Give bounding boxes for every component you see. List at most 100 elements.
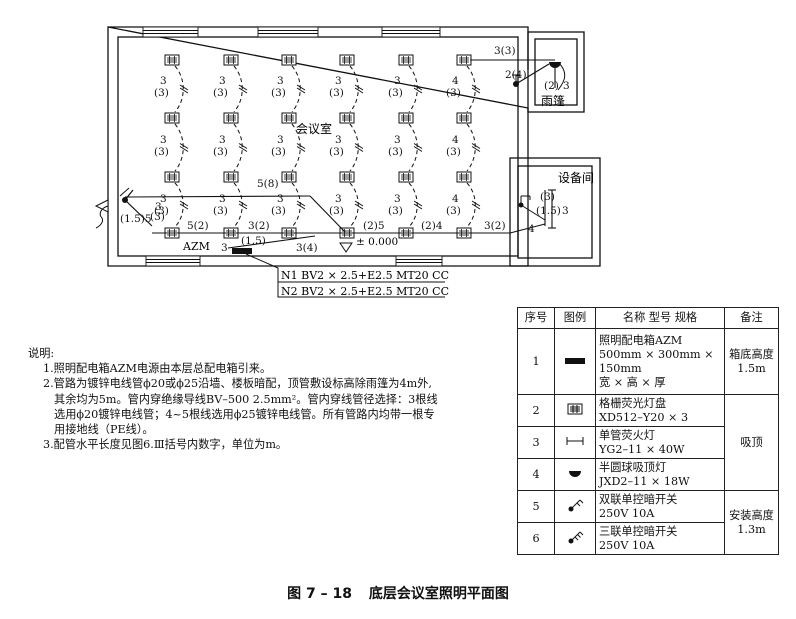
switch-wire-label: (3) bbox=[150, 211, 165, 223]
canopy-wire-label: 3(3) bbox=[494, 45, 516, 57]
switch-wire-label: (1.5)5 bbox=[120, 213, 152, 225]
bottom-run-label: 3(2) bbox=[248, 220, 270, 232]
hemisphere-lamp-icon bbox=[549, 62, 561, 68]
wire-tick bbox=[238, 87, 248, 94]
single-tube-lamp-icon bbox=[548, 189, 556, 229]
grille-lamp bbox=[339, 112, 355, 124]
walls bbox=[107, 26, 601, 267]
legend-row-no: 1 bbox=[517, 328, 555, 395]
bottom-run-label: (2)4 bbox=[421, 220, 443, 232]
wire-length-label: (3) bbox=[446, 205, 461, 217]
wire-tick bbox=[238, 143, 248, 149]
legend-row-no: 2 bbox=[517, 394, 555, 427]
wire-tick bbox=[413, 84, 423, 91]
grille-lamp bbox=[398, 54, 414, 66]
legend-row: 5 双联单控暗开关 250V 10A 安装高度 1.3m bbox=[517, 490, 779, 555]
wire-arc bbox=[466, 65, 476, 113]
wire-tick bbox=[354, 203, 364, 210]
grille-lamp bbox=[281, 112, 297, 124]
wire-arc bbox=[174, 65, 184, 113]
legend-header-no: 序号 bbox=[517, 307, 555, 329]
wire-length-label: (3) bbox=[154, 146, 169, 158]
wire-tick bbox=[471, 143, 481, 149]
legend-row-note: 吸顶 bbox=[724, 394, 779, 491]
wire-length-label: (3) bbox=[213, 146, 228, 158]
wire-run bbox=[124, 199, 153, 227]
wire-tick bbox=[471, 146, 481, 152]
wire-arc bbox=[233, 65, 243, 113]
panel-wire-label: 3 bbox=[221, 242, 228, 254]
grille-lamp bbox=[223, 54, 239, 66]
wire-tick bbox=[471, 87, 481, 94]
grille-lamp bbox=[281, 54, 297, 66]
elevation-marker bbox=[339, 242, 353, 253]
wire-arc bbox=[349, 182, 359, 228]
wire-length-label: (3) bbox=[271, 205, 286, 217]
wire-tick bbox=[296, 200, 306, 207]
canopy-wire-label: 2(4) bbox=[505, 69, 527, 81]
window bbox=[142, 26, 199, 38]
wire-count-label: 3 bbox=[335, 75, 342, 87]
wire-count-label: 3 bbox=[335, 193, 342, 205]
wire-count-label: 3 bbox=[219, 75, 226, 87]
wire-length-label: (3) bbox=[329, 87, 344, 99]
equipment-room-label: 设备间 bbox=[558, 171, 594, 185]
wire-length-label: (3) bbox=[446, 87, 461, 99]
wire-tick bbox=[471, 200, 481, 207]
wire-tick bbox=[179, 84, 189, 91]
wire-arc bbox=[233, 182, 243, 228]
grille-fluorescent-icon bbox=[554, 394, 596, 427]
wire-tick bbox=[296, 84, 306, 91]
note-3: 3.配管水平长度见图6.Ⅲ括号内数字，单位为m。 bbox=[43, 438, 288, 452]
wire-tick bbox=[413, 146, 423, 152]
wire-tick bbox=[179, 146, 189, 152]
lamp-shape bbox=[549, 62, 561, 68]
wire-length-label: (3) bbox=[271, 87, 286, 99]
wire-tick bbox=[354, 87, 364, 94]
note-1: 1.照明配电箱AZM电源由本层总配电箱引来。 bbox=[43, 362, 272, 376]
triple-switch-icon bbox=[554, 522, 596, 555]
grille-lamp bbox=[456, 54, 472, 66]
legend-row: 2 格栅荧光灯盘 XD512–Y20 × 3 吸顶 bbox=[517, 394, 779, 491]
bottom-run-label: 3(2) bbox=[484, 220, 506, 232]
wire-arc bbox=[466, 182, 476, 228]
wire-tick bbox=[238, 203, 248, 210]
window bbox=[145, 255, 201, 267]
grille-lamp bbox=[164, 54, 180, 66]
legend-row: 3 单管荧火灯 YG2–11 × 40W bbox=[517, 426, 779, 459]
diagonal-run-label: 5(8) bbox=[257, 178, 279, 190]
legend-header-spec: 名称 型号 规格 bbox=[595, 307, 725, 329]
wire-tick bbox=[413, 203, 423, 210]
grille-lamp bbox=[164, 171, 180, 183]
legend-row-no: 4 bbox=[517, 458, 555, 491]
wire-tick bbox=[354, 84, 364, 91]
grille-lamp bbox=[281, 171, 297, 183]
wire-count-label: 3 bbox=[335, 134, 342, 146]
wire-count-label: 3 bbox=[394, 193, 401, 205]
wire-tick bbox=[413, 87, 423, 94]
window bbox=[381, 26, 441, 38]
legend-header-row: 序号 图例 名称 型号 规格 备注 bbox=[517, 307, 779, 329]
canopy-wire-label: (2) bbox=[544, 80, 559, 92]
wire-length-label: (3) bbox=[271, 146, 286, 158]
panel-wire-label: (1.5) bbox=[241, 235, 266, 247]
feeder-n2: N2 BV2 × 2.5+E2.5 MT20 CC bbox=[281, 285, 449, 298]
wire-tick bbox=[354, 143, 364, 149]
wire-length-label: (3) bbox=[388, 87, 403, 99]
window bbox=[395, 255, 443, 267]
legend-row-no: 3 bbox=[517, 426, 555, 459]
wire-count-label: 3 bbox=[277, 75, 284, 87]
wire-length-label: (3) bbox=[329, 205, 344, 217]
window-frame bbox=[145, 255, 201, 267]
grille-lamp bbox=[456, 112, 472, 124]
figure-caption: 图 7 – 18 底层会议室照明平面图 bbox=[0, 583, 796, 603]
meeting-room-label: 会议室 bbox=[296, 121, 332, 136]
legend-row: 1 照明配电箱AZM 500mm × 300mm × 150mm 宽 × 高 ×… bbox=[517, 328, 779, 395]
wire-tick bbox=[179, 143, 189, 149]
wire-tick bbox=[296, 203, 306, 210]
grille-lamp bbox=[223, 112, 239, 124]
bottom-run-label: (2)5 bbox=[363, 220, 385, 232]
figure-number: 图 7 – 18 bbox=[287, 586, 352, 602]
figure-title: 底层会议室照明平面图 bbox=[368, 586, 509, 602]
